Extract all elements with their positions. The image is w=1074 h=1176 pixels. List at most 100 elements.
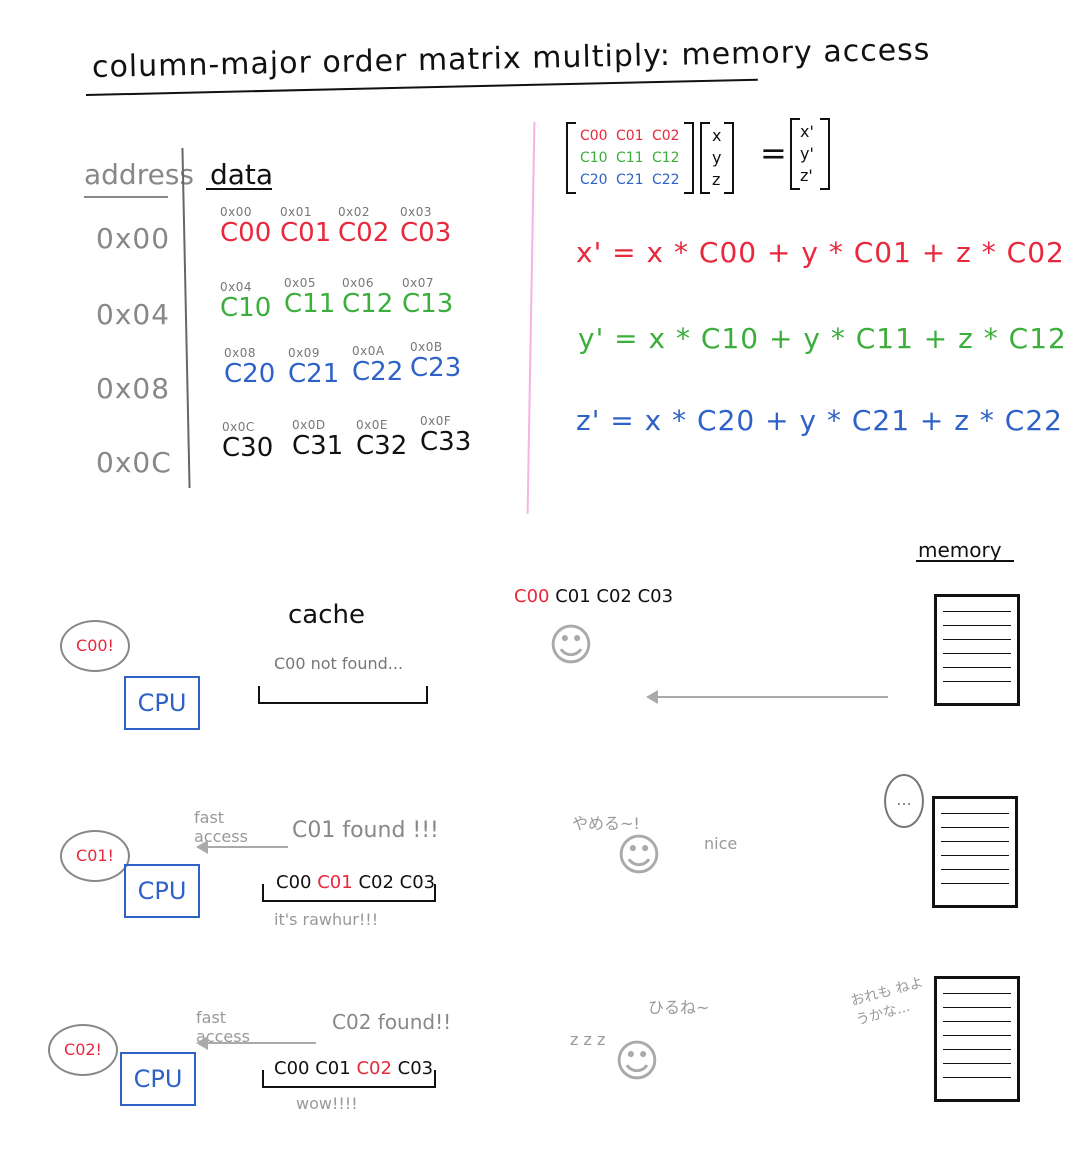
relaxing-character-icon: ☺ (616, 830, 662, 881)
cpu-chip: CPU (124, 864, 200, 918)
equals-sign: = (760, 134, 787, 172)
cell-address: 0x02 (338, 205, 371, 219)
data-cell: 0x0D C31 (292, 418, 352, 460)
cell-address: 0x0D (292, 418, 326, 432)
character-speech: z z z (570, 1030, 606, 1049)
data-cell: 0x0E C32 (356, 418, 416, 460)
data-header: data (210, 158, 274, 191)
request-bubble: C01! (60, 830, 130, 882)
data-cell: 0x05 C11 (284, 276, 344, 318)
right-bracket (724, 122, 734, 194)
memory-note: おれも ねようかな... (848, 974, 926, 1029)
page-title: column-major order matrix multiply: memo… (91, 32, 931, 85)
memory-title: memory (918, 538, 1002, 562)
cache-comment: wow!!!! (296, 1094, 358, 1113)
cpu-chip: CPU (124, 676, 200, 730)
cache-items: C00 C01 C02 C03 (276, 872, 435, 893)
cell-value: C23 (410, 353, 462, 383)
equation-z-prime: z' = x * C20 + y * C21 + z * C22 (576, 404, 1063, 437)
data-cell: 0x01 C01 (280, 205, 340, 247)
address-0x04: 0x04 (96, 298, 171, 331)
fast-access-arrow (206, 846, 288, 848)
address-0x08: 0x08 (96, 372, 171, 405)
cell-value: C31 (292, 431, 344, 461)
cell-value: C21 (288, 359, 340, 389)
vector-cell: x (712, 126, 722, 145)
cell-value: C32 (356, 431, 408, 461)
cache-note: C00 not found... (274, 654, 404, 673)
cell-address: 0x01 (280, 205, 313, 219)
cell-value: C10 (220, 293, 272, 323)
address-header: address (84, 158, 195, 191)
cache-item-hit: C02 (356, 1058, 392, 1079)
character-speech: ひるね~ (648, 998, 710, 1017)
arrow-head-icon (646, 690, 658, 704)
found-note: C01 found !!! (292, 818, 439, 843)
left-bracket (790, 118, 800, 190)
cache-tray (262, 884, 436, 902)
matrix-c: C00 C01 C02 C10 C11 C12 C20 C21 C22 (566, 122, 694, 194)
cell-address: 0x05 (284, 276, 317, 290)
fast-access-arrow (206, 1042, 316, 1044)
cache-tray (262, 1070, 436, 1088)
cell-value: C30 (222, 433, 274, 463)
address-0x00: 0x00 (96, 222, 171, 255)
matrix-cell: C11 (616, 150, 644, 166)
cell-address: 0x0C (222, 420, 255, 434)
found-note: C02 found!! (332, 1010, 452, 1034)
fetch-arrow (658, 696, 888, 698)
cache-item: C03 (399, 872, 436, 893)
cell-value: C00 (220, 218, 272, 248)
left-bracket (566, 122, 576, 194)
cell-value: C01 (280, 218, 332, 248)
character-speech: nice (704, 834, 738, 853)
cache-item: C00 (274, 1058, 310, 1079)
vector-xyz: x y z (700, 122, 734, 194)
memory-block (932, 796, 1018, 908)
cell-address: 0x0E (356, 418, 388, 432)
data-cell: 0x04 C10 (220, 280, 280, 322)
fast-access-label: fast access (196, 1008, 250, 1046)
cpu-chip: CPU (120, 1052, 196, 1106)
cell-address: 0x00 (220, 205, 253, 219)
sleeping-character-icon: ☺ (614, 1036, 660, 1087)
section-divider (526, 122, 536, 514)
character-speech: やめる~! (572, 814, 640, 833)
cell-value: C11 (284, 289, 336, 319)
equation-x-prime: x' = x * C00 + y * C01 + z * C02 (576, 236, 1065, 269)
cell-value: C03 (400, 218, 452, 248)
cache-items: C00 C01 C02 C03 (274, 1058, 433, 1079)
memory-block (934, 976, 1020, 1102)
cache-tray (258, 686, 428, 704)
cell-value: C02 (338, 218, 390, 248)
matrix-cell: C10 (580, 150, 608, 166)
cell-address: 0x0B (410, 340, 443, 354)
data-header-underline (206, 188, 272, 190)
data-cell: 0x06 C12 (342, 276, 402, 318)
address-header-underline (84, 196, 168, 198)
matrix-cell: C02 (652, 128, 680, 144)
matrix-cell: C00 (580, 128, 608, 144)
cell-address: 0x0A (352, 344, 385, 358)
vector-cell: z' (800, 166, 813, 185)
vector-cell: y (712, 148, 722, 167)
right-bracket (820, 118, 830, 190)
data-cell: 0x07 C13 (402, 276, 462, 318)
cache-item: C00 (276, 872, 312, 893)
memory-bubble: ... (884, 774, 924, 828)
data-cell: 0x08 C20 (224, 346, 284, 388)
cell-address: 0x07 (402, 276, 435, 290)
equation-y-prime: y' = x * C10 + y * C11 + z * C12 (578, 322, 1067, 355)
data-cell: 0x00 C00 (220, 205, 280, 247)
request-bubble: C02! (48, 1024, 118, 1076)
carry-rest: C01 C02 C03 (555, 586, 674, 607)
cache-item-hit: C01 (317, 872, 353, 893)
data-cell: 0x0C C30 (222, 420, 282, 462)
matrix-cell: C22 (652, 172, 680, 188)
cell-value: C20 (224, 359, 276, 389)
matrix-cell: C01 (616, 128, 644, 144)
arrow-head-icon (196, 1036, 208, 1050)
request-bubble: C00! (60, 620, 130, 672)
running-character-icon: ☺ (548, 620, 594, 671)
runner-carry: C00 C01 C02 C03 (514, 586, 673, 607)
